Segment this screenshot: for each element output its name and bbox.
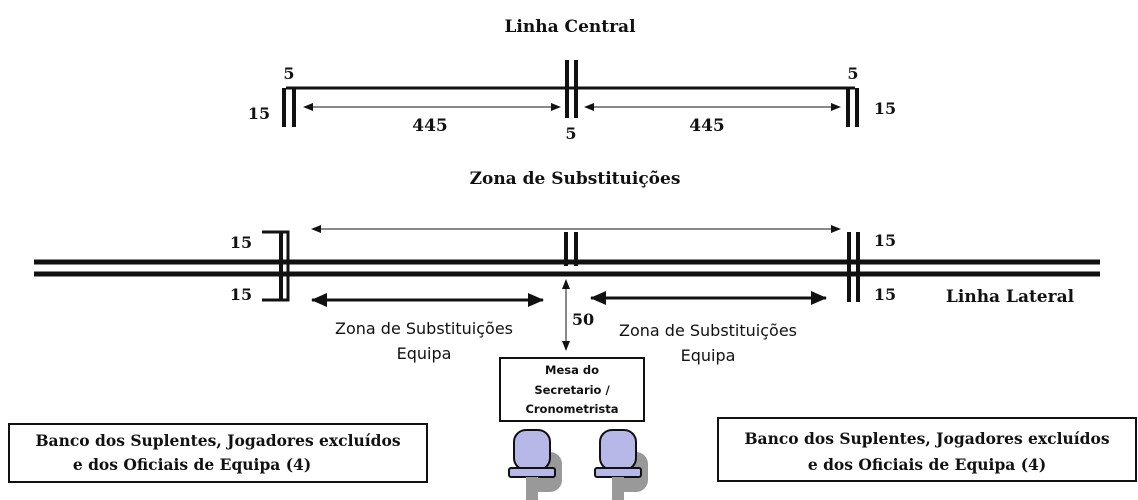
- bench-right-label-1: Banco dos Suplentes, Jogadores excluídos: [744, 429, 1109, 448]
- left-mark-length-label: 15: [248, 104, 270, 123]
- table-distance-label: 50: [572, 310, 594, 329]
- team-right-zone-team-label: Equipa: [681, 346, 736, 365]
- left-bracket: [262, 230, 290, 302]
- side-line-group: [34, 225, 1100, 351]
- central-line-group: [282, 60, 859, 127]
- bench-left-label-2: e dos Oficiais de Equipa (4): [73, 455, 311, 474]
- team-left-zone-team-label: Equipa: [397, 344, 452, 363]
- bench-left-box: [8, 423, 428, 483]
- scorer-table-label-3: Cronometrista: [525, 402, 618, 416]
- bench-right-box: [717, 417, 1137, 482]
- right-distance-label: 445: [689, 116, 725, 136]
- bench-right-label-2: e dos Oficiais de Equipa (4): [808, 455, 1046, 474]
- right-mark-width-label: 5: [847, 64, 858, 83]
- left-mark-width-label: 5: [283, 64, 294, 83]
- right-mark-length-label: 15: [874, 99, 896, 118]
- chair-icon: [508, 429, 562, 500]
- chair-icon: [594, 429, 648, 500]
- right-lower-length-label: 15: [874, 285, 896, 304]
- left-lower-length-label: 15: [230, 285, 252, 304]
- right-upper-length-label: 15: [874, 231, 896, 250]
- left-distance-label: 445: [412, 116, 448, 136]
- center-mark-width-label: 5: [565, 124, 576, 143]
- bench-left-label-1: Banco dos Suplentes, Jogadores excluídos: [35, 431, 400, 450]
- bench-left: Banco dos Suplentes, Jogadores excluídos…: [8, 423, 428, 483]
- side-line-label: Linha Lateral: [946, 287, 1075, 307]
- left-upper-length-label: 15: [230, 233, 252, 252]
- central-line-title: Linha Central: [504, 17, 636, 37]
- substitution-zone-title: Zona de Substituições: [470, 169, 681, 189]
- team-right-zone-label: Zona de Substituições: [619, 321, 797, 340]
- scorer-table-label-2: Secretario /: [534, 383, 610, 397]
- scorer-table: [499, 357, 645, 422]
- bench-right: Banco dos Suplentes, Jogadores excluídos…: [717, 417, 1137, 482]
- team-left-zone-label: Zona de Substituições: [335, 319, 513, 338]
- scorer-table-label-1: Mesa do: [545, 363, 599, 377]
